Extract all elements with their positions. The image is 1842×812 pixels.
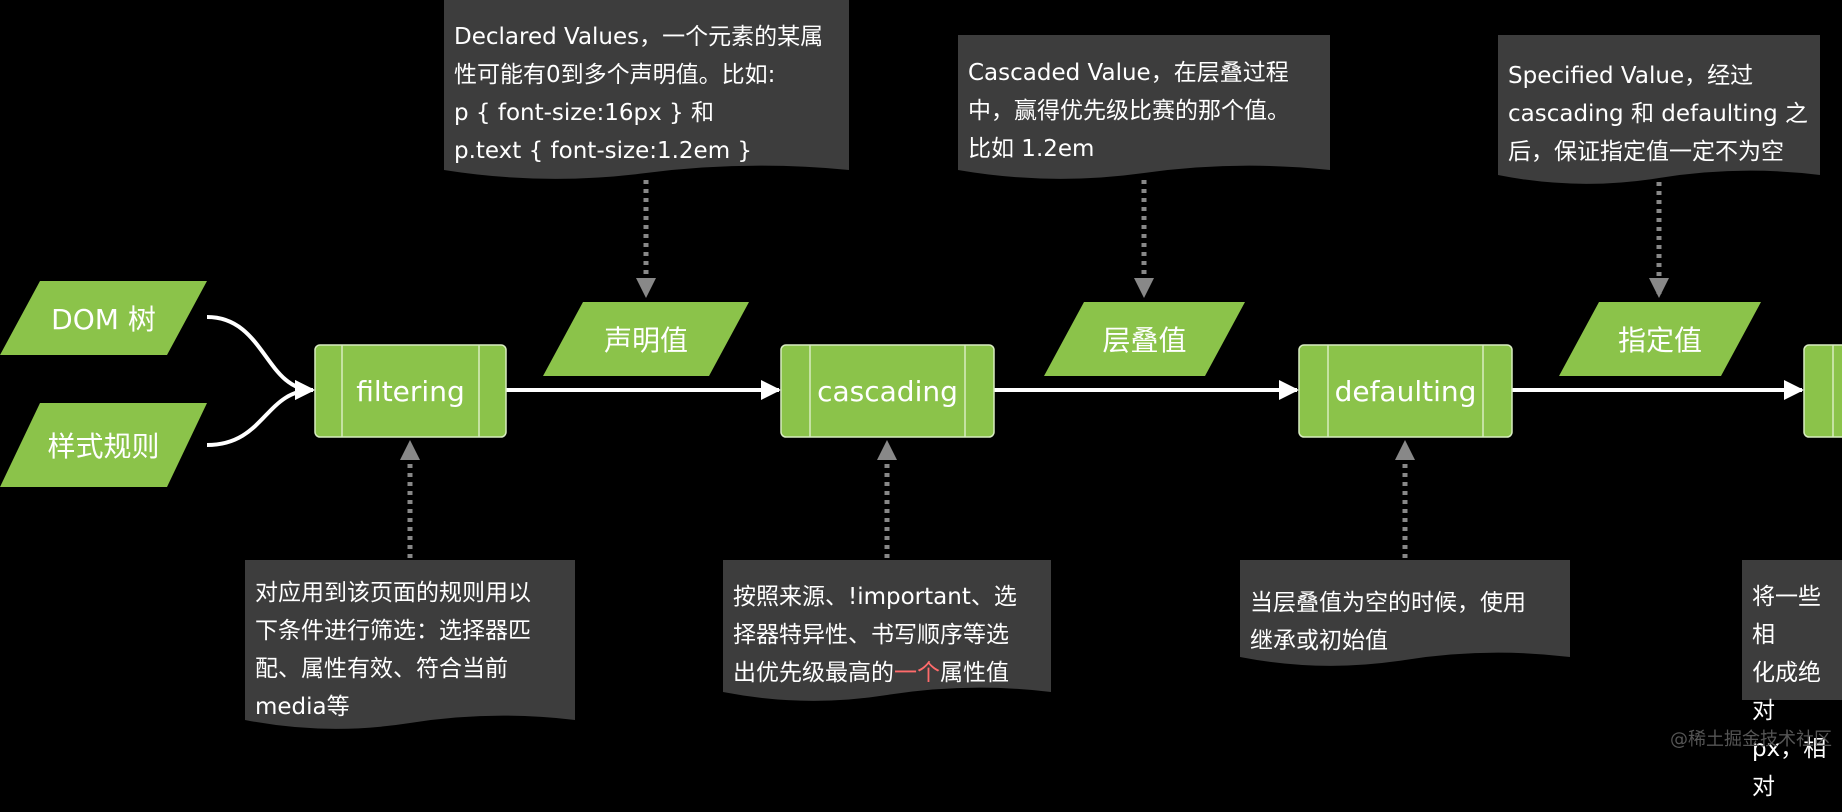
watermark: @稀土掘金技术社区	[1670, 729, 1832, 750]
flow-curve-dom	[206, 315, 315, 400]
note-box-declared	[444, 0, 849, 179]
note-declared: Declared Values，一个元素的某属 性可能有0到多个声明值。比如: …	[454, 24, 824, 164]
process-box-filtering	[314, 344, 507, 438]
process-box-cascading	[780, 344, 995, 438]
diagram-canvas	[0, 0, 1842, 729]
value-shape-cascaded	[1044, 302, 1245, 376]
note-box-specified	[1498, 35, 1820, 184]
note-box-cascading	[723, 560, 1051, 701]
value-shape-specified	[1559, 302, 1761, 376]
process-label-defaulting: defaulting	[1334, 374, 1477, 408]
note-defaulting: 当层叠值为空的时候，使用 继承或初始值	[1250, 590, 1526, 654]
note-cascading-text: 按照来源、!important、选 择器特异性、书写顺序等选 出优先级最高的	[733, 584, 1017, 686]
value-label-declared: 声明值	[603, 324, 688, 357]
input-shape-dom	[0, 281, 207, 355]
note-cascaded: Cascaded Value，在层叠过程 中，赢得优先级比赛的那个值。 比如 1…	[968, 60, 1290, 162]
note-computing-partial: 将一些相 化成绝对 px，相对	[1752, 584, 1827, 800]
note-cascading-highlight: 一个	[894, 660, 940, 686]
note-box-computing	[1742, 560, 1842, 700]
value-label-cascaded: 层叠值	[1102, 324, 1187, 357]
input-label-rules: 样式规则	[47, 430, 160, 463]
value-label-specified: 指定值	[1617, 324, 1702, 357]
note-box-cascaded	[958, 35, 1330, 179]
note-box-filtering	[245, 560, 575, 729]
note-specified: Specified Value，经过 cascading 和 defaultin…	[1508, 63, 1809, 165]
note-box-defaulting	[1240, 560, 1570, 666]
flow-curve-rules	[206, 380, 315, 447]
process-label-cascading: cascading	[817, 374, 958, 408]
process-box-computing-partial	[1803, 344, 1842, 438]
note-cascading: 按照来源、!important、选 择器特异性、书写顺序等选 出优先级最高的一个…	[723, 572, 1051, 698]
note-filtering: 对应用到该页面的规则用以 下条件进行筛选：选择器匹 配、属性有效、符合当前 me…	[255, 580, 531, 720]
process-label-filtering: filtering	[356, 374, 465, 408]
process-box-defaulting	[1298, 344, 1513, 438]
note-cascading-tail: 属性值	[940, 660, 1009, 686]
input-label-dom: DOM 树	[51, 303, 156, 336]
value-shape-declared	[543, 302, 749, 376]
input-shape-rules	[0, 403, 207, 487]
